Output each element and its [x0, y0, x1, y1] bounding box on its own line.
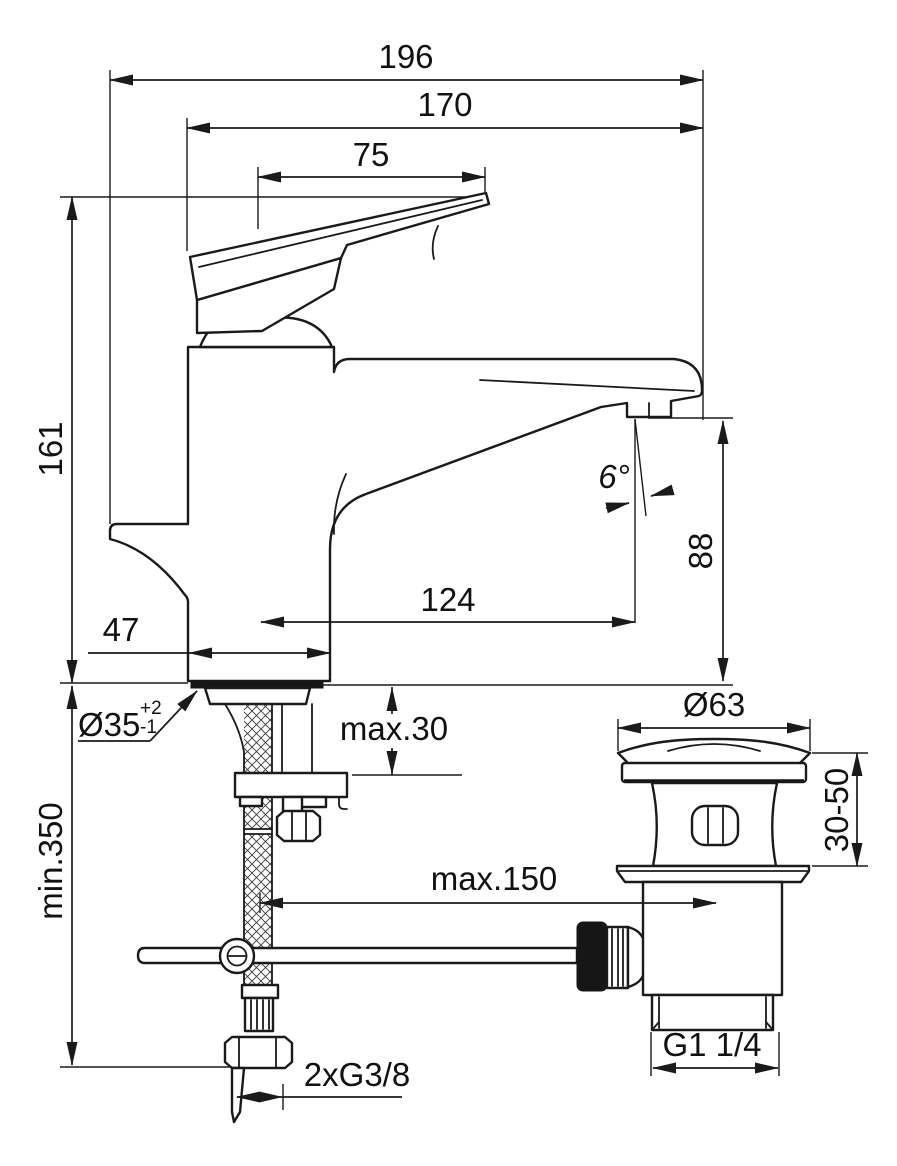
dim-deck-thickness-max: max.30	[340, 687, 448, 775]
dim-base-width: 47	[88, 611, 331, 659]
hose-collar	[240, 983, 280, 1000]
mounting-nut	[275, 809, 322, 843]
braided-hose-fill	[244, 704, 272, 985]
dim-label-max150: max.150	[431, 860, 558, 897]
dim-label-g114: G1 1/4	[662, 1026, 761, 1063]
dim-label-2xg38: 2xG3/8	[304, 1056, 410, 1093]
pop-up-waste	[615, 737, 812, 1032]
dim-label-161: 161	[32, 421, 69, 476]
dim-label-o35-minus: -1	[140, 717, 157, 738]
faucet-outline	[108, 345, 704, 683]
handle-lever	[188, 191, 491, 302]
dim-label-88: 88	[682, 533, 719, 570]
dim-waste-thread: G1 1/4	[652, 1026, 779, 1074]
dim-label-6deg: 6°	[598, 458, 630, 495]
dim-waste-cap-diameter: Ø63	[617, 686, 811, 734]
waste-cap	[616, 737, 812, 766]
dim-spout-outlet-height: 88	[682, 420, 729, 682]
dim-handle-length: 75	[257, 136, 486, 183]
dim-body-height: 161	[32, 196, 78, 684]
rod-connector	[576, 921, 608, 992]
dim-spout-angle: 6°	[598, 418, 675, 623]
waste-lower-flange	[615, 864, 811, 884]
dim-label-47: 47	[103, 611, 140, 648]
hose-tail	[230, 1066, 246, 1124]
dim-label-o35: Ø35	[78, 706, 140, 743]
dim-supply-thread: 2xG3/8	[236, 1056, 410, 1103]
waste-lever-hole	[690, 804, 740, 847]
hose-nut	[223, 1035, 294, 1070]
pop-up-rod	[136, 946, 579, 965]
dim-label-75: 75	[353, 136, 390, 173]
dim-waste-offset-max: max.150	[259, 860, 717, 909]
dim-overall-depth: 196	[109, 38, 704, 86]
mounting-plate	[233, 771, 349, 799]
dim-deck-hole-diameter: Ø35 +2 -1	[78, 690, 198, 743]
dim-label-170: 170	[417, 86, 472, 123]
dim-label-30-50: 30-50	[818, 768, 855, 852]
dim-label-min350: min.350	[32, 802, 69, 919]
dim-waste-clamping-range: 30-50	[818, 752, 863, 867]
escutcheon	[203, 686, 312, 706]
waste-thread-section	[650, 993, 775, 1032]
dim-label-max30: max.30	[340, 710, 448, 747]
dim-depth-to-spout-tip: 170	[186, 86, 704, 134]
faucet-body	[108, 191, 704, 689]
dim-label-o35-plus: +2	[140, 698, 162, 719]
waste-tailpiece	[641, 880, 784, 997]
dim-label-124: 124	[420, 581, 475, 618]
below-deck-plumbing	[136, 686, 648, 1124]
dim-label-o63: Ø63	[683, 686, 745, 723]
dim-hose-length-min: min.350	[32, 685, 78, 1066]
dim-spout-projection: 124	[260, 581, 636, 628]
braided-hose	[224, 703, 273, 986]
dim-label-196: 196	[378, 38, 433, 75]
waste-flange	[620, 761, 808, 784]
